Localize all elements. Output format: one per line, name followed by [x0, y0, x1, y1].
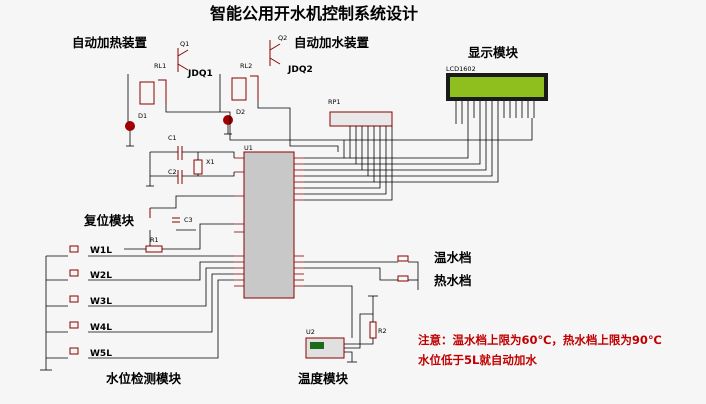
rl1-relay-coil: [139, 81, 155, 105]
d2-led: [223, 115, 233, 125]
reset-module-label: 复位模块: [83, 213, 135, 228]
water-level-switches: W1L W2L W3L W4L W5L 水位检测模块: [40, 245, 234, 386]
w1l-switch: [69, 245, 79, 253]
w2l-switch: [69, 269, 79, 277]
w5l-switch: [69, 347, 79, 355]
heating-relay-circuit: 自动加热装置 Q1 RL1 JDQ1 D1: [72, 35, 213, 147]
w5l-label: W5L: [90, 349, 112, 359]
rl2-relay-coil: [231, 77, 247, 101]
hot-gear-switch: [397, 275, 409, 282]
hot-gear-label: 热水档: [434, 273, 472, 288]
r1-resistor: [145, 245, 163, 253]
w4l-switch: [69, 321, 79, 329]
water-add-module-label: 自动加水装置: [294, 35, 370, 50]
d2-label: D2: [236, 108, 245, 116]
rp1-label: RP1: [328, 98, 341, 106]
temperature-sensor: U2 R2 温度模块: [298, 285, 387, 386]
mcu-chip: U1: [234, 144, 304, 299]
rl2-label: RL2: [240, 62, 252, 70]
q2-label: Q2: [278, 34, 287, 42]
w3l-label: W3L: [90, 297, 112, 307]
data-bus-wires: [182, 107, 533, 201]
c3-label: C3: [184, 216, 193, 224]
w1l-label: W1L: [90, 246, 112, 256]
d1-led: [125, 121, 135, 131]
reset-circuit: 复位模块 C3 R1: [83, 195, 234, 253]
lcd-label: LCD1602: [446, 65, 476, 73]
jdq1-label: JDQ1: [187, 69, 213, 79]
warm-gear-switch: [397, 255, 409, 262]
level-detect-module-label: 水位检测模块: [106, 371, 182, 386]
w4l-label: W4L: [90, 323, 112, 333]
u2-label: U2: [306, 328, 315, 336]
d1-label: D1: [138, 112, 147, 120]
note-temperature-limits: 注意：温水档上限为60℃，热水档上限为90℃: [418, 333, 662, 347]
u1-label: U1: [244, 144, 253, 152]
c2-label: C2: [168, 168, 177, 176]
c1-label: C1: [168, 134, 177, 142]
gear-switches: 温水档 热水档: [304, 250, 472, 290]
jdq2-label: JDQ2: [287, 65, 313, 75]
u1-chip-body: [243, 151, 295, 299]
w2l-label: W2L: [90, 271, 112, 281]
x1-label: X1: [206, 158, 215, 166]
lcd-screen: [450, 77, 544, 97]
warm-gear-label: 温水档: [434, 250, 472, 265]
display-module-label: 显示模块: [468, 45, 519, 60]
rp1-resistor-pack: RP1: [328, 98, 393, 127]
rl1-label: RL1: [154, 62, 166, 70]
q1-label: Q1: [180, 40, 189, 48]
x1-crystal: [193, 159, 203, 175]
note-water-level: 水位低于5L就自动加水: [418, 353, 537, 367]
temperature-module-label: 温度模块: [298, 371, 349, 386]
r1-label: R1: [150, 236, 159, 244]
r2-label: R2: [378, 327, 387, 335]
heating-module-label: 自动加热装置: [72, 35, 148, 50]
water-add-relay-circuit: 自动加水装置 Q2 RL2 JDQ2 D2: [219, 34, 370, 135]
lcd-display-module: 显示模块 LCD1602: [446, 45, 548, 101]
w3l-switch: [69, 295, 79, 303]
oscillator-circuit: C1 C2 X1: [146, 134, 235, 187]
schematic-title: 智能公用开水机控制系统设计: [210, 4, 418, 23]
r2-resistor: [369, 321, 377, 339]
